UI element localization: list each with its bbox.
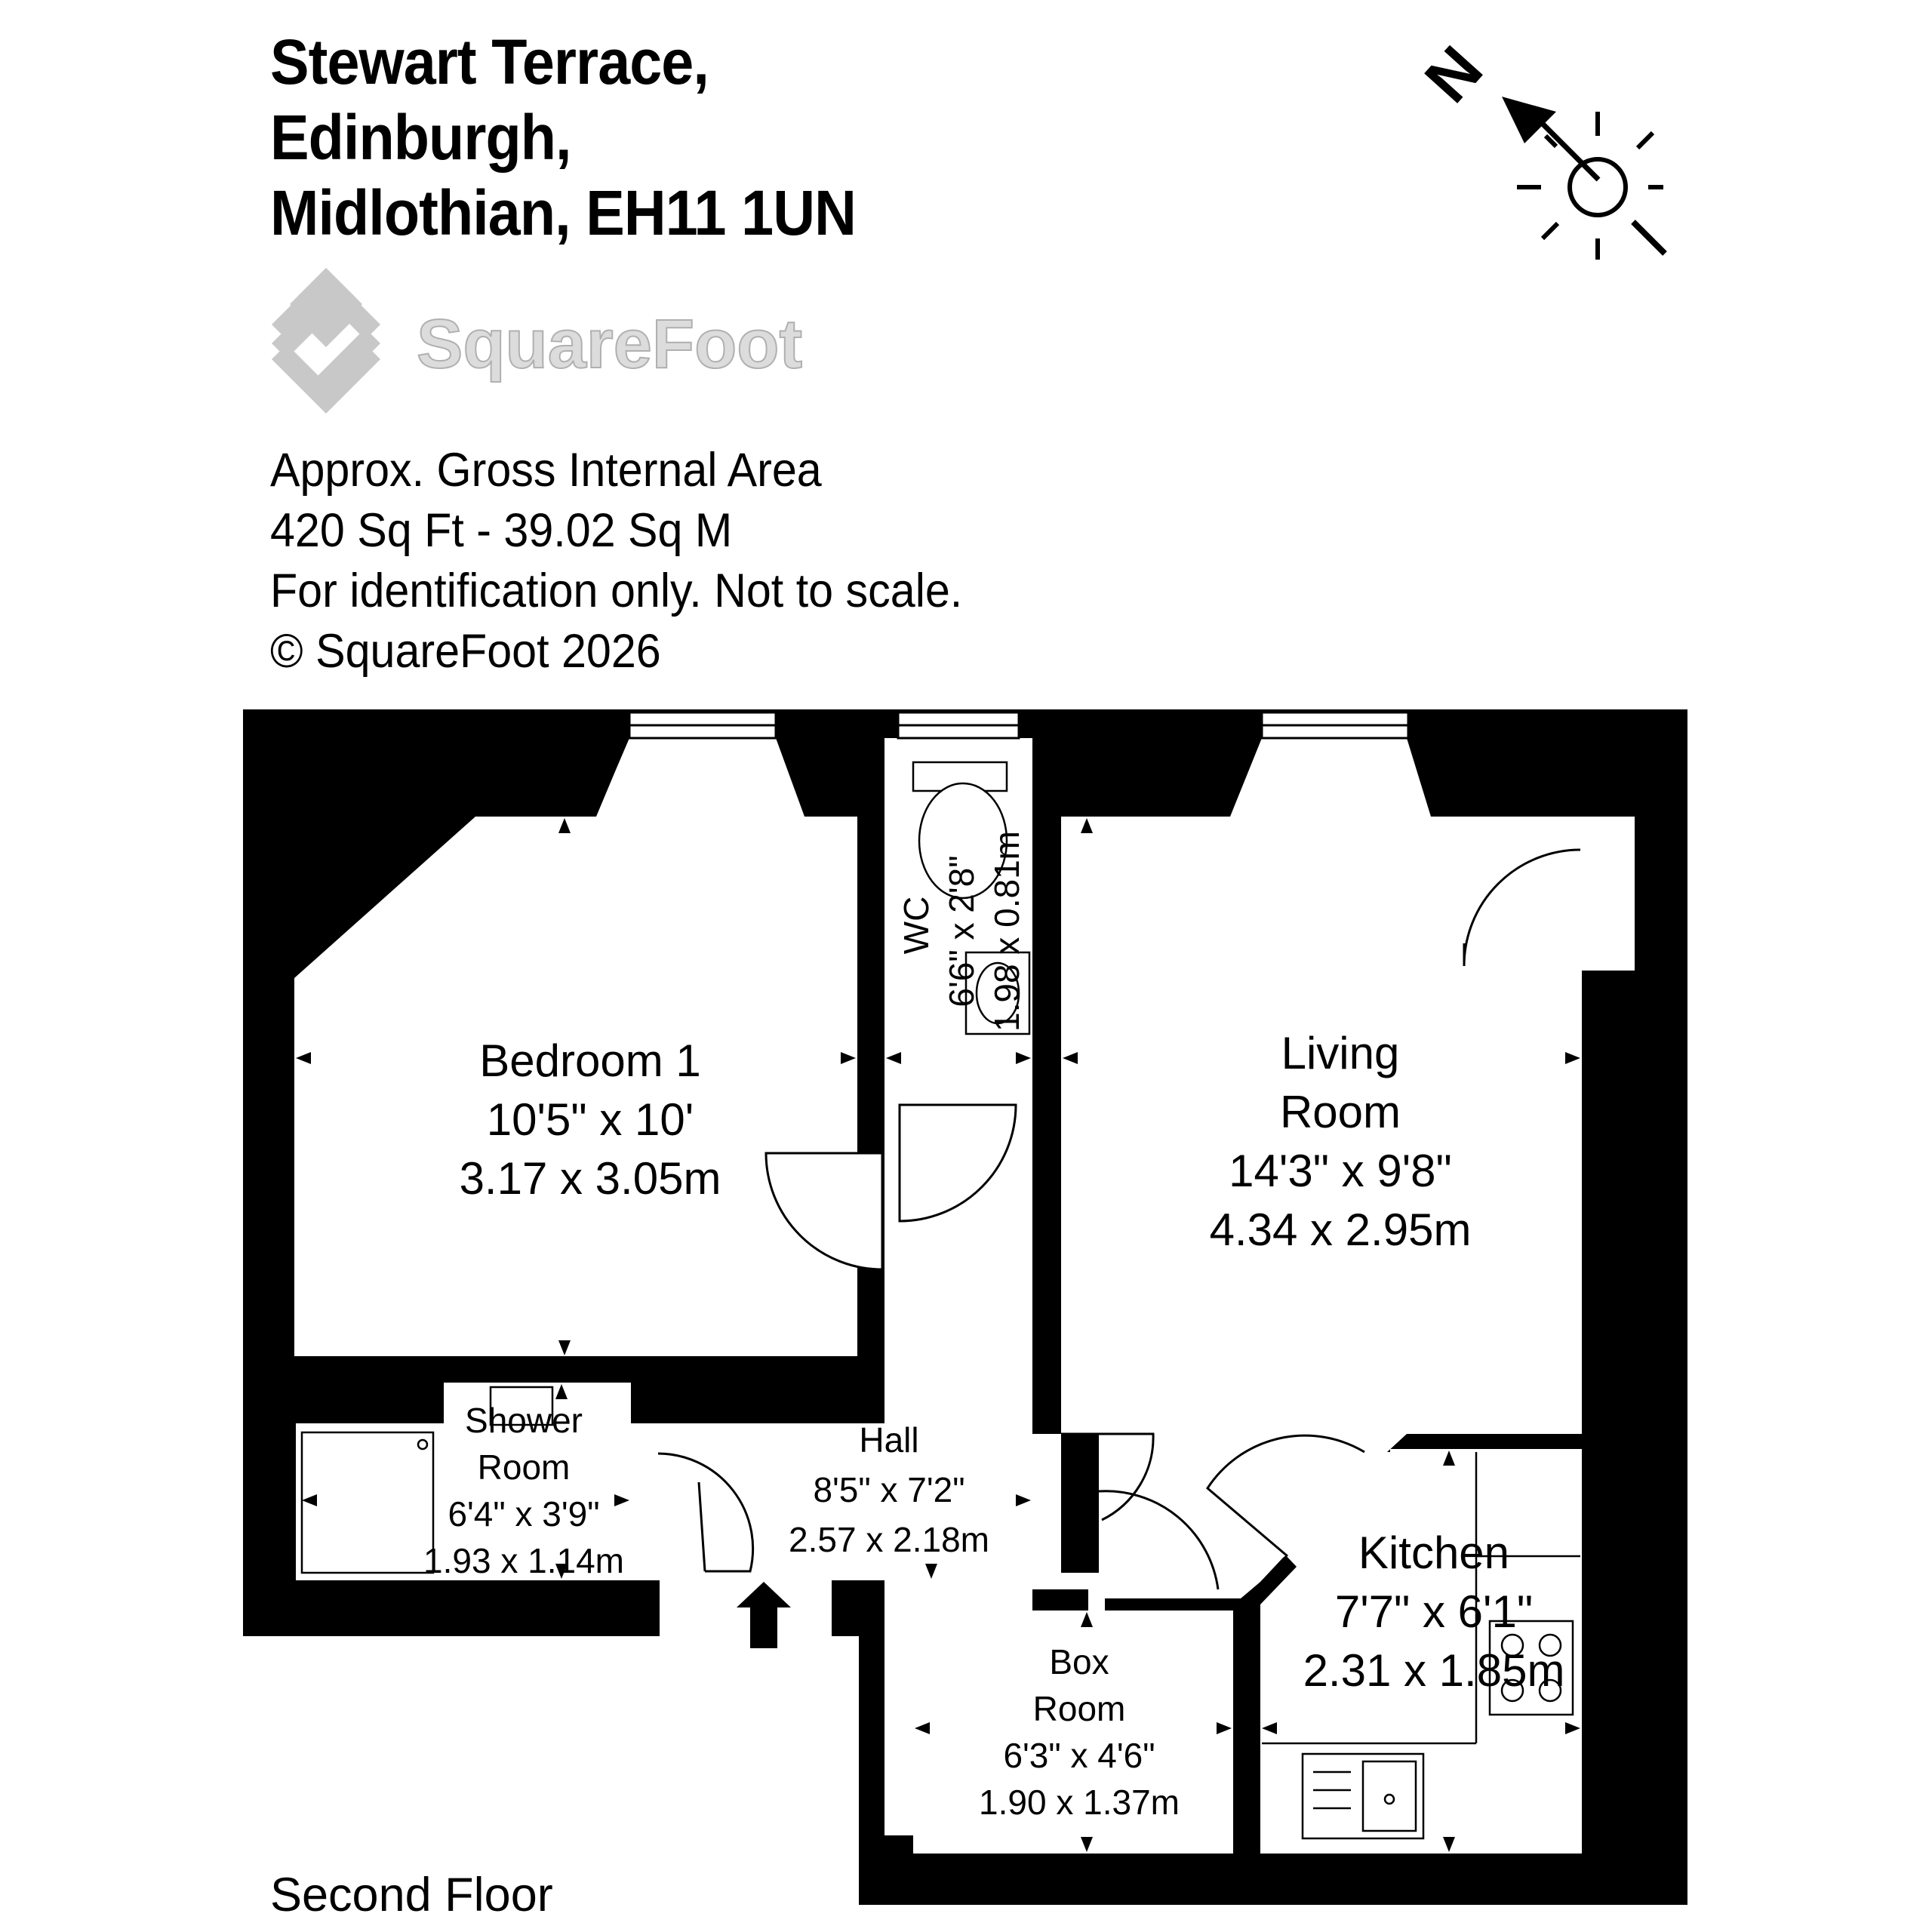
address-line-3: Midlothian, EH11 1UN (270, 177, 857, 248)
bedroom1-imperial: 10'5" x 10' (487, 1094, 694, 1145)
shower-metric: 1.93 x 1.14m (423, 1541, 624, 1580)
wc-imperial: 6'6" x 2'8" (942, 855, 981, 1007)
area-caption: Approx. Gross Internal Area (270, 444, 822, 497)
shower-tray-icon (300, 1431, 435, 1574)
kitchen-metric: 2.31 x 1.85m (1303, 1645, 1565, 1696)
hall-floor (660, 1423, 1099, 1589)
hall-door-icon (1061, 1432, 1155, 1521)
living-floor (1061, 738, 1600, 1434)
box-name-1: Box (1049, 1642, 1109, 1681)
bedroom1-floor (294, 817, 857, 1356)
dimension-arrows (296, 818, 1580, 1852)
box-imperial: 6'3" x 4'6" (1003, 1736, 1155, 1775)
area-values: 420 Sq Ft - 39.02 Sq M (270, 504, 733, 557)
toilet-bowl-icon (918, 782, 1008, 900)
wc-metric: 1.98 x 0.81m (987, 831, 1026, 1032)
copyright: © SquareFoot 2026 (270, 625, 661, 678)
doors (657, 848, 1581, 1590)
hall-name: Hall (859, 1420, 918, 1460)
shower-name-2: Room (478, 1447, 571, 1487)
hall-metric: 2.57 x 2.18m (789, 1520, 989, 1559)
shower-imperial: 6'4" x 3'9" (448, 1494, 599, 1534)
floor-label: Second Floor (270, 1869, 553, 1921)
living-name-1: Living (1281, 1028, 1400, 1078)
box-door-icon (1098, 1490, 1220, 1590)
bedroom1-name: Bedroom 1 (479, 1035, 701, 1086)
shower-basin-icon (489, 1386, 554, 1426)
windows (628, 711, 1410, 740)
address-line-2: Edinburgh, (270, 102, 572, 173)
hob-icon (1488, 1620, 1574, 1716)
kitchen-door-icon (1206, 1434, 1365, 1558)
cupboard-door-icon (1463, 848, 1581, 967)
kitchen-floor (1217, 1449, 1582, 1854)
living-name-2: Room (1280, 1087, 1401, 1137)
kitchen-name: Kitchen (1358, 1527, 1509, 1578)
north-arrow-sun-icon: N (1411, 32, 1667, 260)
address-line-1: Stewart Terrace, (270, 26, 709, 97)
box-metric: 1.90 x 1.37m (979, 1783, 1180, 1822)
living-metric: 4.34 x 2.95m (1210, 1204, 1472, 1255)
box-name-2: Room (1033, 1689, 1126, 1728)
entrance-arrow-icon (737, 1582, 791, 1648)
fixtures (300, 761, 1580, 1840)
logo-brand-text: SquareFoot (417, 306, 802, 383)
wc-door-icon (898, 1103, 1017, 1223)
box-floor (913, 1611, 1233, 1854)
bedroom-door-icon (764, 1152, 884, 1271)
shower-door-icon (657, 1452, 755, 1573)
living-imperial: 14'3" x 9'8" (1229, 1146, 1452, 1196)
shower-name-1: Shower (465, 1401, 583, 1440)
disclaimer: For identification only. Not to scale. (270, 565, 963, 617)
diamond-logo-icon (272, 268, 380, 414)
hall-imperial: 8'5" x 7'2" (813, 1470, 964, 1509)
squarefoot-logo: SquareFoot (272, 268, 803, 414)
bedroom1-metric: 3.17 x 3.05m (460, 1153, 721, 1204)
wc-name: WC (897, 897, 936, 955)
kitchen-imperial: 7'7" x 6'1" (1335, 1586, 1533, 1637)
